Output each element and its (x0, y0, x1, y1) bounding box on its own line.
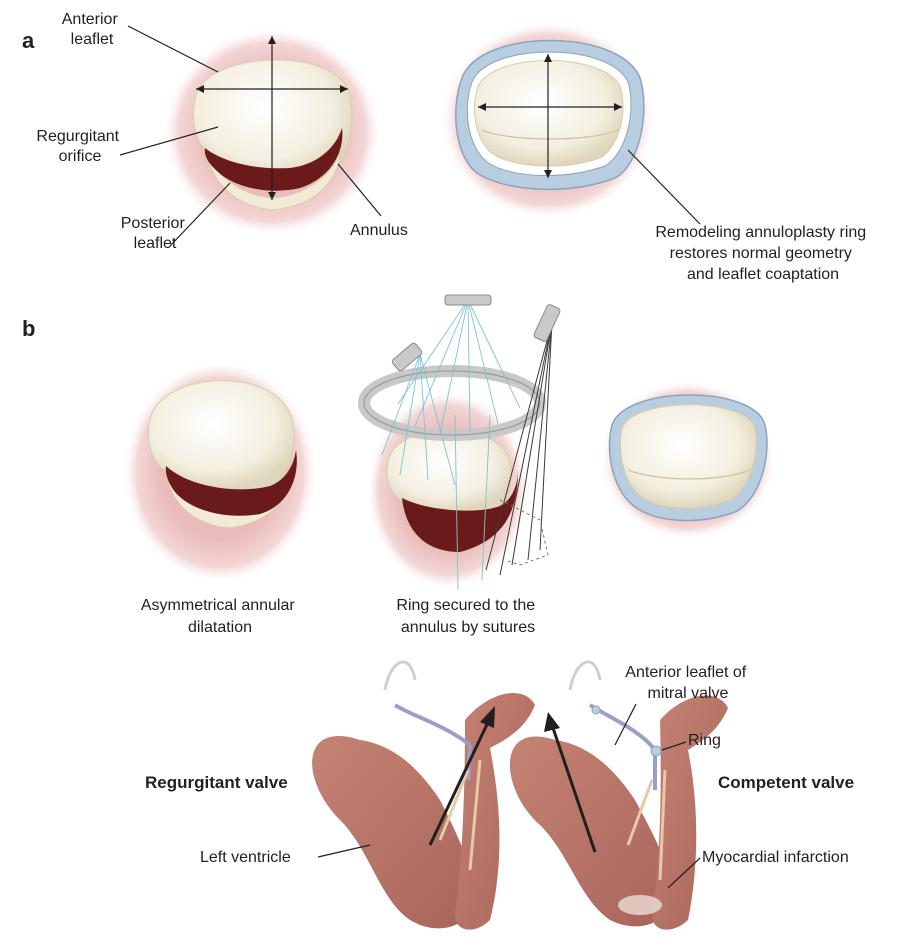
caption-sutures: Ring secured to the annulus by sutures (396, 597, 539, 636)
caption-dilatation: Asymmetrical annular dilatation (141, 597, 299, 636)
label-left-ventricle: Left ventricle (200, 849, 291, 866)
forward-flow-arrow-head (544, 712, 560, 732)
regurgitant-valve-illustration (162, 27, 382, 237)
label-regurgitant-valve: Regurgitant valve (145, 773, 288, 792)
label-annulus: Annulus (350, 222, 408, 239)
label-competent-valve: Competent valve (718, 773, 854, 792)
panel-a-letter: a (22, 28, 35, 53)
label-ring-caption: Remodeling annuloplasty ring restores no… (655, 224, 870, 283)
label-posterior-leaflet: Posterior leaflet (121, 215, 189, 252)
ring-suturing-illustration (364, 295, 561, 590)
label-regurgitant-orifice: Regurgitant orifice (36, 128, 123, 165)
label-anterior-leaflet: Anterior leaflet (62, 11, 122, 48)
label-myocardial-infarction: Myocardial infarction (702, 849, 849, 866)
final-ring-valve-illustration (600, 380, 776, 540)
ring-repaired-valve-illustration (440, 20, 656, 220)
heart-section-competent (510, 662, 728, 930)
ring-cross-section (651, 746, 661, 756)
dilated-valve-illustration (122, 360, 318, 584)
label-ring: Ring (688, 732, 721, 749)
label-anterior-leaflet-mitral: Anterior leaflet of mitral valve (625, 664, 750, 702)
panel-b-letter: b (22, 316, 35, 341)
heart-section-regurgitant (312, 662, 535, 930)
